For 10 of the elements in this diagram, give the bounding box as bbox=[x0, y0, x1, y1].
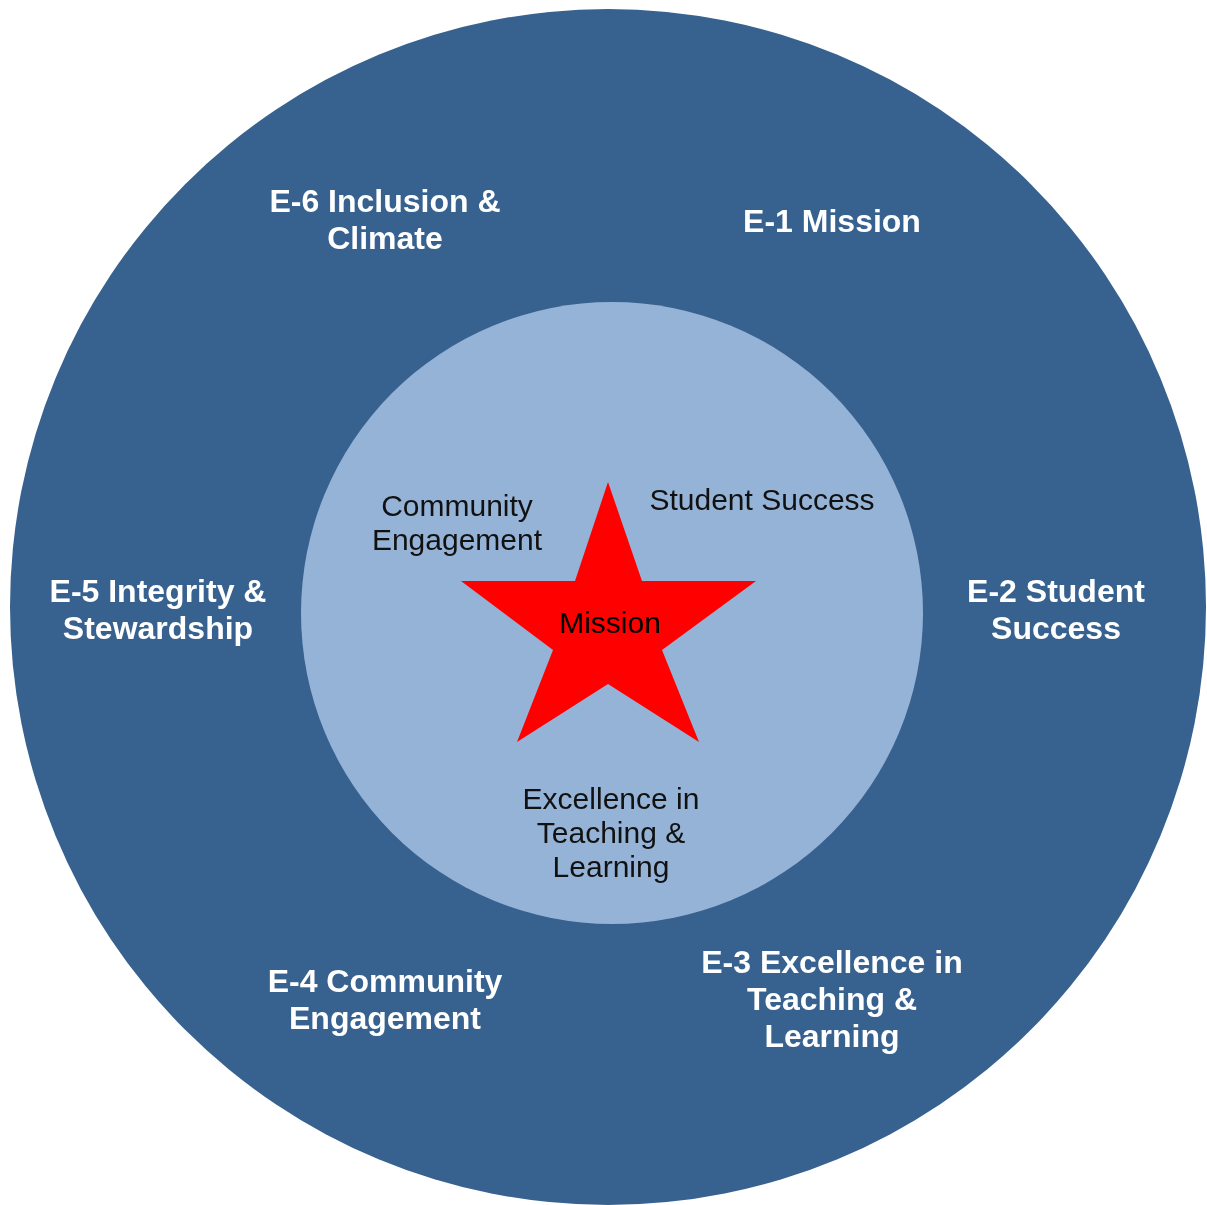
ring-label: E-5 Integrity & Stewardship bbox=[48, 573, 268, 647]
circle-label: Student Success bbox=[649, 483, 875, 517]
ring-label: E-4 Community Engagement bbox=[266, 963, 504, 1037]
ring-label: E-2 Student Success bbox=[966, 573, 1146, 647]
star-label: Mission bbox=[559, 606, 661, 640]
circle-label: Excellence in Teaching & Learning bbox=[521, 782, 701, 884]
ring-label: E-1 Mission bbox=[743, 202, 921, 240]
ring-label: E-3 Excellence in Teaching & Learning bbox=[700, 943, 964, 1055]
circle-label: Community Engagement bbox=[370, 489, 544, 557]
ring-label: E-6 Inclusion & Climate bbox=[268, 183, 502, 257]
